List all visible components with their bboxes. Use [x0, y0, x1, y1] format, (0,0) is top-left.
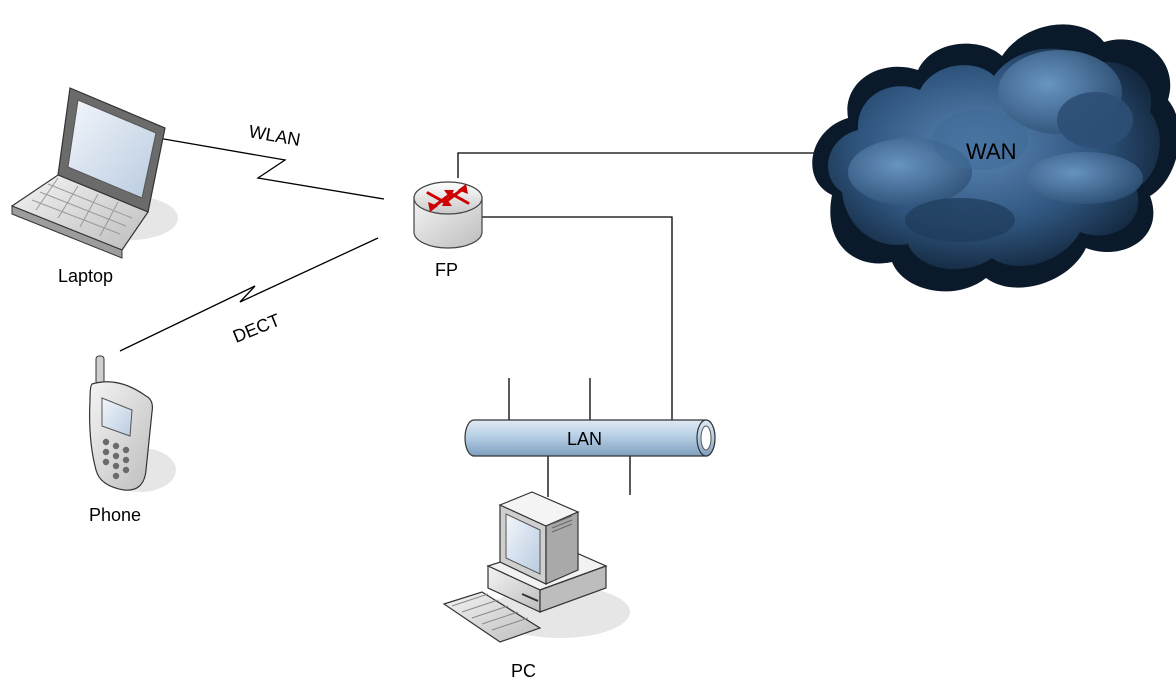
- router-to-lan-link: [482, 216, 673, 420]
- wired-links: [457, 152, 822, 497]
- router-label: FP: [435, 260, 458, 280]
- dect-label: DECT: [230, 310, 283, 347]
- wlan-wireless-link: [157, 137, 385, 200]
- wan-cloud-icon: WAN: [812, 24, 1176, 292]
- laptop-icon: Laptop: [10, 87, 178, 286]
- phone-icon: Phone: [89, 355, 176, 525]
- wlan-label: WLAN: [247, 121, 302, 150]
- lan-bus-icon: LAN: [464, 419, 716, 457]
- lan-label: LAN: [567, 429, 602, 449]
- router-to-wan-link: [457, 152, 822, 178]
- phone-label: Phone: [89, 505, 141, 525]
- wan-label: WAN: [966, 139, 1017, 164]
- dect-wireless-link: [119, 237, 379, 352]
- pc-label: PC: [511, 661, 536, 681]
- laptop-label: Laptop: [58, 266, 113, 286]
- router-icon: FP: [413, 181, 483, 280]
- pc-icon: PC: [442, 491, 630, 681]
